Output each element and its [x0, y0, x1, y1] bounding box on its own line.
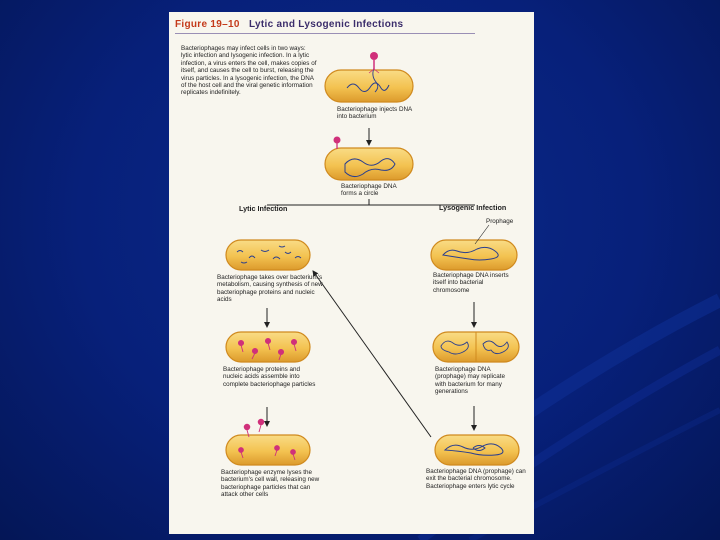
cell-inject — [324, 52, 414, 103]
caption-lytic-2: Bacteriophage proteins and nucleic acids… — [223, 366, 316, 388]
figure-heading: Lytic and Lysogenic Infections — [249, 19, 404, 30]
cell-lytic-2 — [225, 331, 311, 363]
phage-icon — [368, 52, 380, 74]
caption-lytic-1: Bacteriophage takes over bacterium's met… — [217, 274, 323, 304]
figure-page: Figure 19–10 Lytic and Lysogenic Infecti… — [169, 12, 534, 534]
figure-title: Figure 19–10 Lytic and Lysogenic Infecti… — [175, 19, 403, 30]
intro-text: Bacteriophages may infect cells in two w… — [181, 45, 317, 97]
caption-lytic-3: Bacteriophage enzyme lyses the bacterium… — [221, 469, 320, 499]
cell-lytic-1 — [225, 239, 311, 271]
heading-lysogenic: Lysogenic Infection — [439, 203, 507, 212]
caption-lyso-3: Bacteriophage DNA (prophage) can exit th… — [426, 468, 526, 490]
caption-inject: Bacteriophage injects DNA into bacterium — [337, 106, 412, 121]
cell-lyso-3 — [434, 434, 520, 466]
label-prophage: Prophage — [486, 218, 514, 225]
phage-icon — [333, 136, 341, 149]
infection-diagram — [225, 52, 520, 466]
title-rule — [175, 33, 475, 34]
cell-lyso-1 — [430, 239, 518, 271]
heading-lytic: Lytic Infection — [239, 204, 288, 213]
caption-lyso-1: Bacteriophage DNA inserts itself into ba… — [433, 272, 509, 294]
figure-number: Figure 19–10 — [175, 19, 240, 30]
cell-lyso-2 — [432, 331, 520, 363]
caption-circle: Bacteriophage DNA forms a circle — [341, 183, 397, 198]
cell-circle — [324, 136, 414, 181]
cell-lytic-3 — [225, 418, 311, 466]
caption-lyso-2: Bacteriophage DNA (prophage) may replica… — [435, 366, 506, 396]
